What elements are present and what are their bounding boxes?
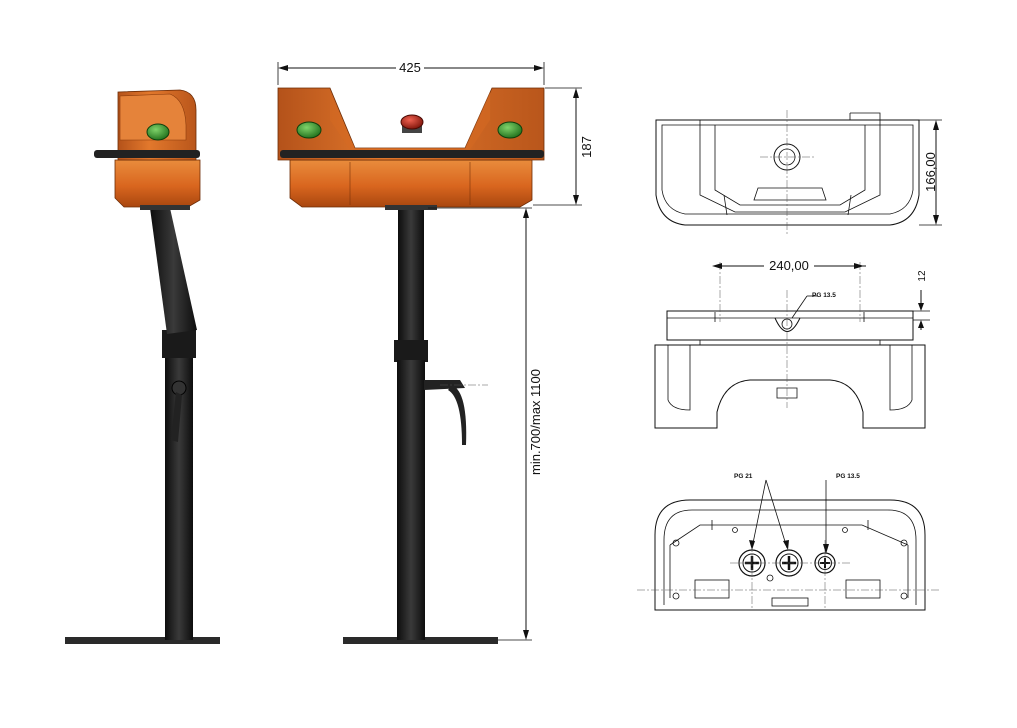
- pg13-label: PG 13.5: [836, 473, 860, 480]
- side-flange: [140, 205, 190, 210]
- front-handrail: [280, 150, 544, 158]
- dim-depth-label: 166,00: [923, 152, 938, 192]
- front-pole-lower: [397, 360, 425, 640]
- side-pole-bent: [150, 208, 197, 334]
- side-view: [65, 89, 220, 644]
- bottom-view: PG 21 PG 13.5: [637, 473, 940, 611]
- front-pole-upper: [398, 205, 424, 345]
- side-hood: [119, 93, 187, 141]
- top-view: 166,00: [655, 110, 942, 236]
- dim-flange-label: 12: [917, 270, 928, 282]
- pg21-label: PG 21: [734, 473, 753, 480]
- front-lever-arm: [448, 385, 467, 445]
- front-view: 425 187 min.700/max 1100: [277, 60, 594, 644]
- front-estop-button: [400, 114, 424, 130]
- side-pole-collar: [162, 330, 196, 358]
- bottom-outline: [654, 499, 926, 611]
- side-green-button: [146, 123, 170, 141]
- dim-hole-spacing-label: 240,00: [769, 258, 809, 273]
- side-base-plate: [65, 637, 220, 644]
- top-outline: [655, 119, 920, 226]
- section-body: [654, 344, 926, 429]
- dim-height: 187: [533, 87, 594, 206]
- side-lever-knob: [171, 380, 187, 396]
- dim-pole-height-label: min.700/max 1100: [528, 369, 543, 475]
- dim-width-label: 425: [399, 60, 421, 75]
- section-view: 240,00 PG 13.5 12: [654, 258, 930, 429]
- section-pg-label: PG 13.5: [812, 292, 836, 299]
- side-lever-handle: [171, 392, 182, 442]
- front-top-panel: [277, 87, 545, 161]
- front-green-button-right: [497, 121, 523, 139]
- front-housing-bottom: [289, 159, 533, 208]
- front-green-button-left: [296, 121, 322, 139]
- front-flange: [385, 205, 437, 210]
- dim-height-label: 187: [579, 136, 594, 158]
- front-base-plate: [343, 637, 498, 644]
- side-housing-bottom: [114, 159, 201, 208]
- dim-width: 425: [277, 60, 545, 85]
- front-pole-collar: [394, 340, 428, 362]
- side-handrail: [94, 150, 200, 158]
- dim-pole-height: min.700/max 1100: [428, 207, 543, 641]
- section-top-plate: [666, 310, 914, 341]
